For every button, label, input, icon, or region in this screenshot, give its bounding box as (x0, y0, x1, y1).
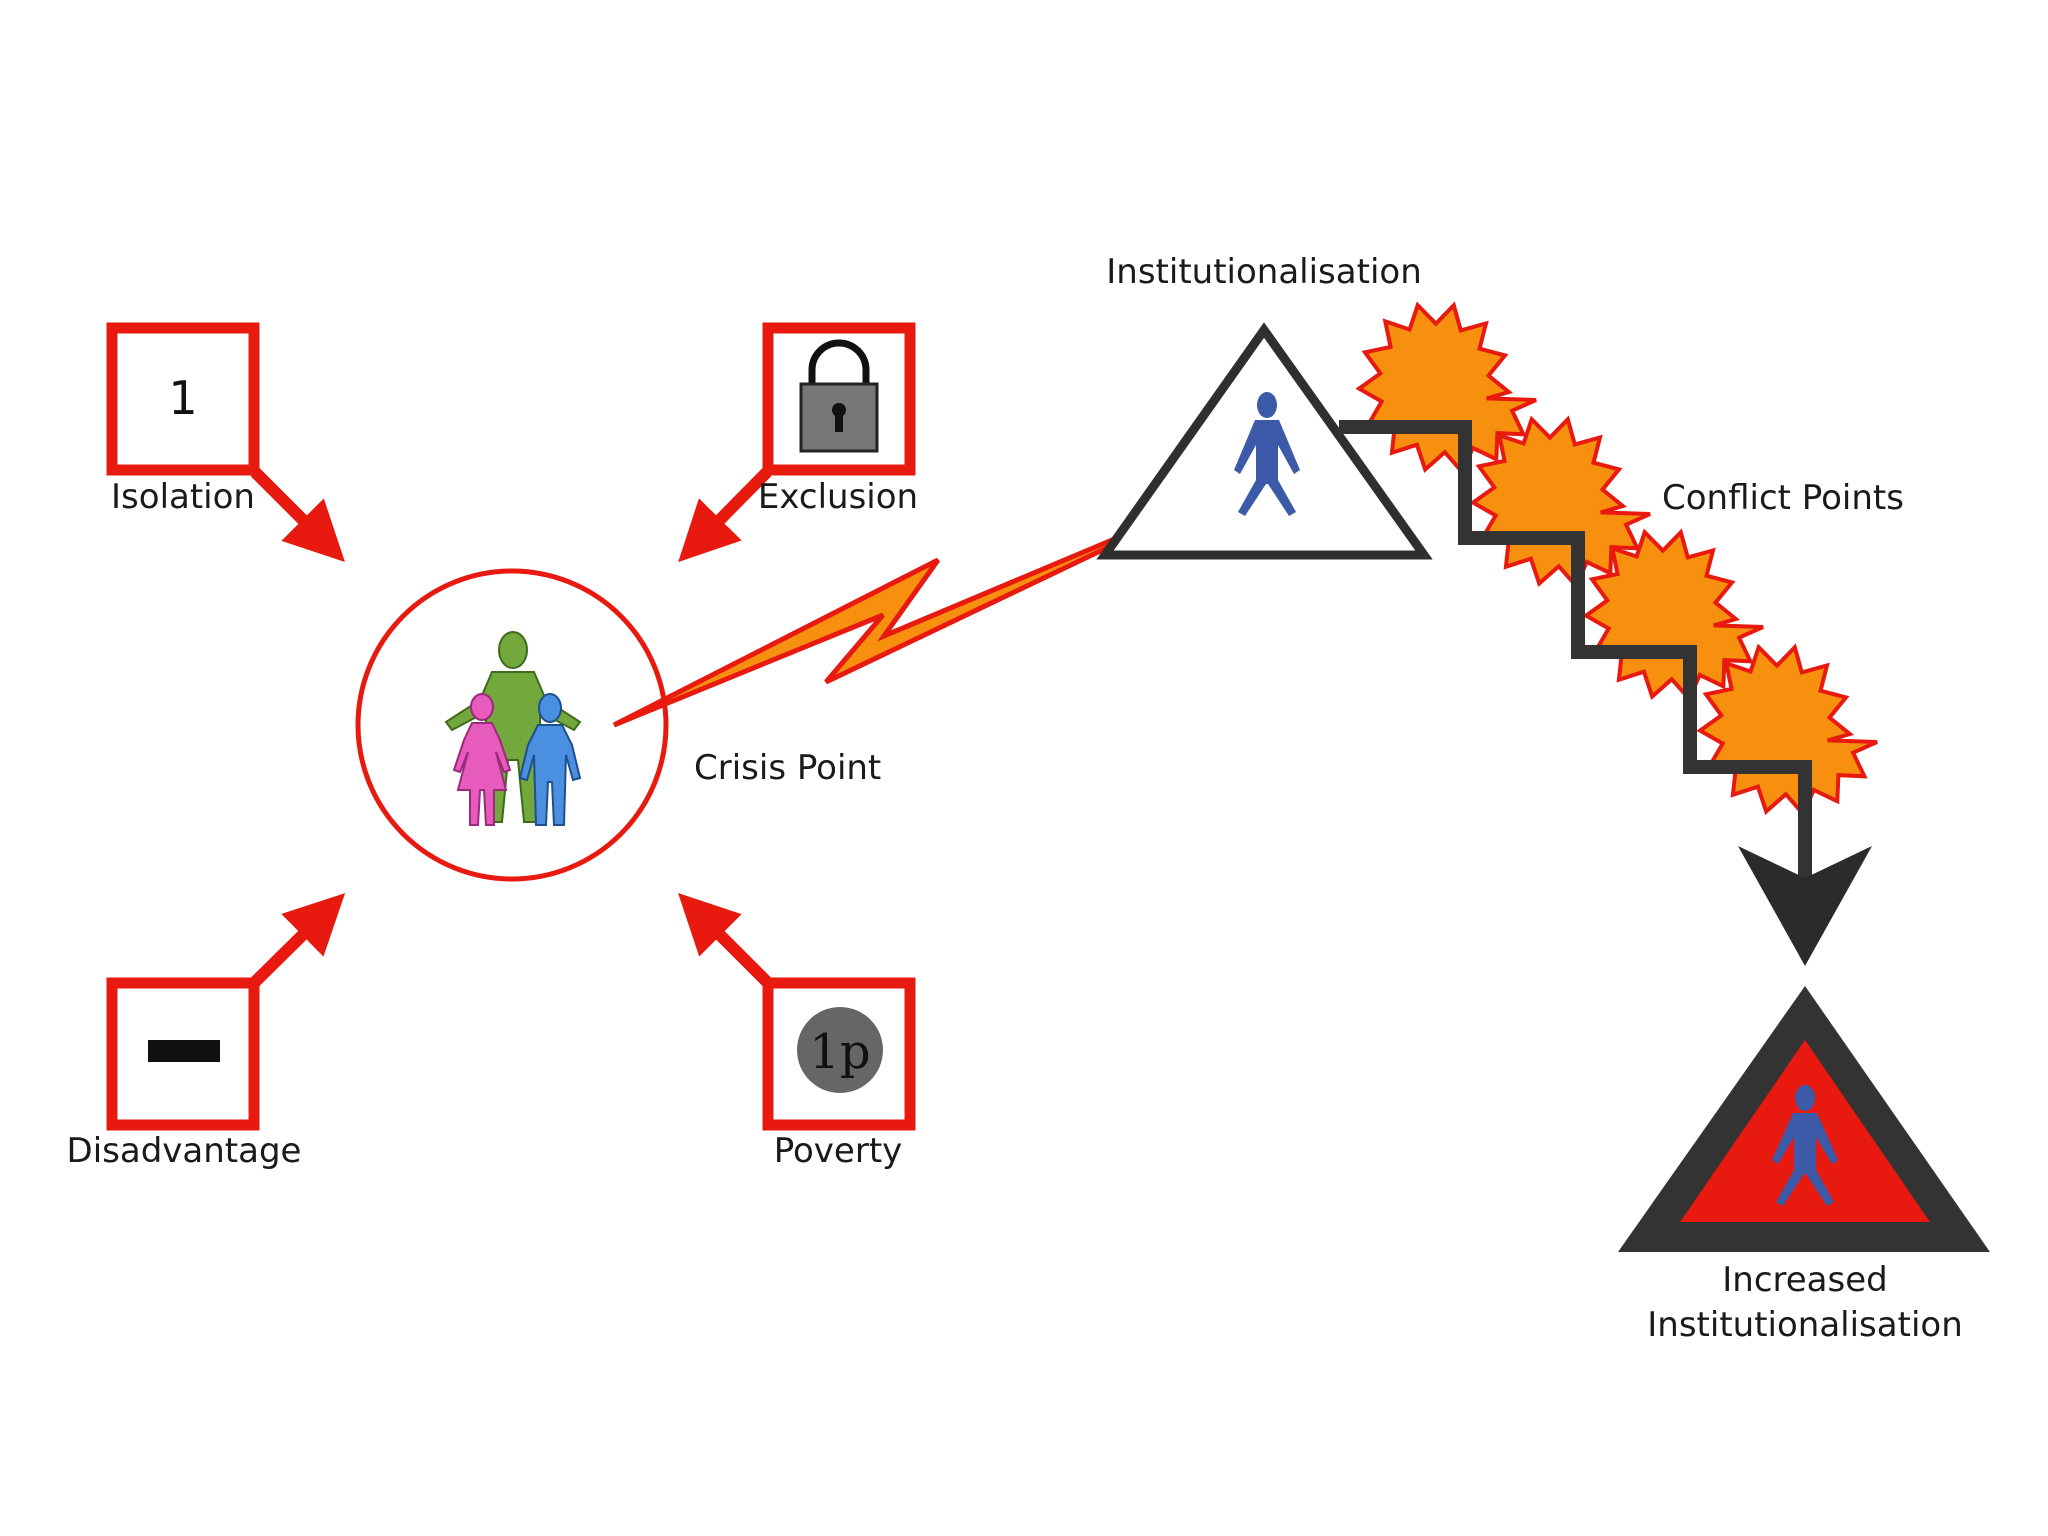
family-icon (444, 631, 582, 826)
starburst-icon (1696, 643, 1878, 818)
arrow-disadvantage-to-crisis (250, 893, 346, 987)
disadvantage-factor (106, 977, 260, 1131)
exclusion-label: Exclusion (757, 477, 919, 517)
exclusion-factor (762, 322, 916, 476)
disadvantage-label: Disadvantage (66, 1131, 302, 1171)
down-arrowhead-icon (1738, 846, 1872, 966)
institutionalisation-label: Institutionalisation (1106, 252, 1422, 292)
person-in-red-triangle-icon (1618, 986, 1990, 1252)
isolation-label: Isolation (111, 477, 255, 517)
conflict-starbursts (1355, 301, 1878, 818)
crisis-point-label: Crisis Point (694, 748, 882, 788)
increased-label-line2: Institutionalisation (1647, 1305, 1963, 1345)
person-in-triangle-icon (1096, 322, 1433, 560)
increased-label-line1: Increased (1722, 1260, 1888, 1300)
padlock-icon (799, 339, 879, 453)
number-one-icon: 1 (168, 371, 197, 425)
poverty-label: Poverty (773, 1131, 903, 1171)
one-penny-coin-icon (797, 1007, 883, 1093)
staircase-overlay (1339, 420, 1812, 880)
conflict-points-label: Conflict Points (1662, 478, 1904, 518)
isolation-factor: 1 (106, 322, 260, 476)
isolation-box (106, 322, 260, 476)
minus-bar-icon (148, 1040, 220, 1062)
arrow-poverty-to-crisis (678, 893, 772, 987)
poverty-factor: 1p (762, 977, 916, 1131)
arrow-exclusion-to-crisis (678, 467, 772, 563)
penny-label: 1p (809, 1024, 870, 1080)
arrow-isolation-to-crisis (250, 467, 345, 562)
